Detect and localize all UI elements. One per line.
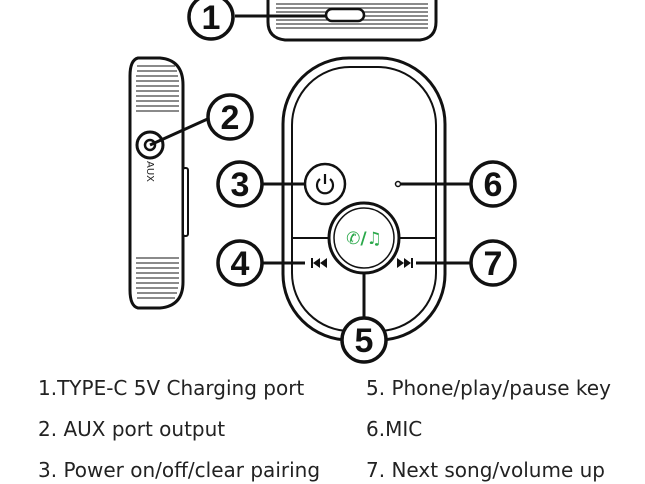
device-diagram: AUX ✆/♫ xyxy=(128,0,517,364)
aux-port-label: AUX xyxy=(144,161,155,182)
mic-hole xyxy=(394,180,402,188)
svg-text:3: 3 xyxy=(231,166,250,204)
legend-item-2: 2. AUX port output xyxy=(38,417,226,441)
type-c-port xyxy=(324,7,366,23)
phone-music-icon: ✆/♫ xyxy=(346,229,382,249)
callout-6: 6 xyxy=(469,160,517,208)
svg-text:1: 1 xyxy=(202,0,221,37)
front-view: ✆/♫ xyxy=(281,56,447,342)
callout-2: 2 xyxy=(206,93,254,141)
svg-text:7: 7 xyxy=(484,245,503,283)
legend-item-3: 3. Power on/off/clear pairing xyxy=(38,458,321,482)
callout-1: 1 xyxy=(187,0,235,41)
power-icon xyxy=(315,174,335,195)
callout-4: 4 xyxy=(216,239,264,287)
svg-text:4: 4 xyxy=(231,245,250,283)
callout-5: 5 xyxy=(340,316,388,364)
legend-item-6: 6.MIC xyxy=(366,417,423,441)
legend-item-5: 5. Phone/play/pause key xyxy=(366,376,611,400)
legend-item-1: 1.TYPE-C 5V Charging port xyxy=(38,376,305,400)
callout-3: 3 xyxy=(216,160,264,208)
side-view: AUX xyxy=(128,56,213,310)
top-view xyxy=(235,0,438,42)
callout-7: 7 xyxy=(469,239,517,287)
previous-track-icon xyxy=(311,258,327,268)
leader-lines xyxy=(262,182,470,318)
svg-text:5: 5 xyxy=(355,322,374,360)
side-grip-bottom xyxy=(136,257,179,299)
svg-text:6: 6 xyxy=(484,166,503,204)
side-grip-top xyxy=(136,65,179,112)
side-button-bump xyxy=(182,167,189,237)
legend-item-7: 7. Next song/volume up xyxy=(366,458,605,482)
next-track-icon xyxy=(397,258,413,268)
svg-text:2: 2 xyxy=(221,99,240,137)
